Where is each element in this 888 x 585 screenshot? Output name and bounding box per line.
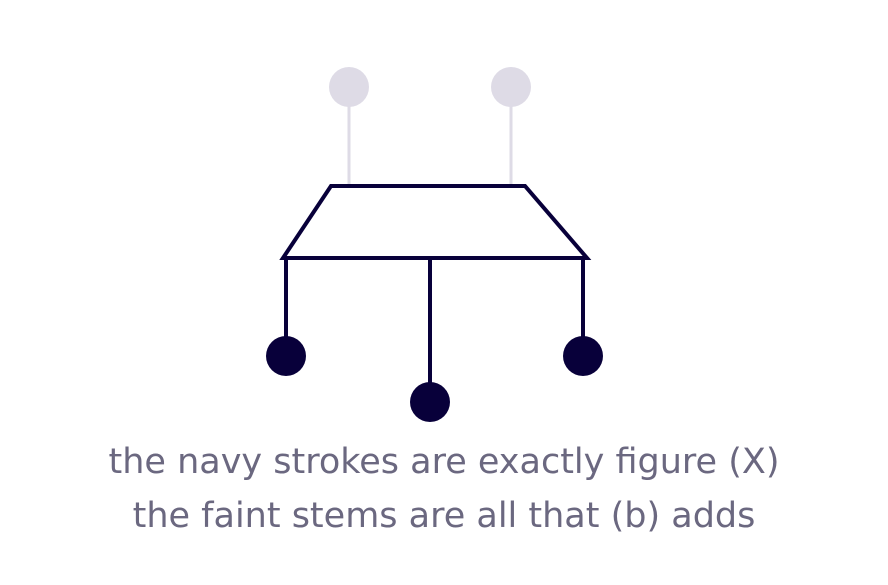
navy-node-left (266, 336, 306, 376)
caption-line-2: the faint stems are all that (b) adds (132, 496, 756, 536)
diagram (266, 67, 603, 422)
navy-node-right (563, 336, 603, 376)
navy-node-middle (410, 382, 450, 422)
caption-line-1: the navy strokes are exactly figure (X) (108, 442, 780, 482)
faint-node-right (491, 67, 531, 107)
faint-node-left (329, 67, 369, 107)
navy-strokes (266, 184, 603, 422)
trapezoid (279, 184, 592, 260)
faint-stems (329, 67, 531, 186)
